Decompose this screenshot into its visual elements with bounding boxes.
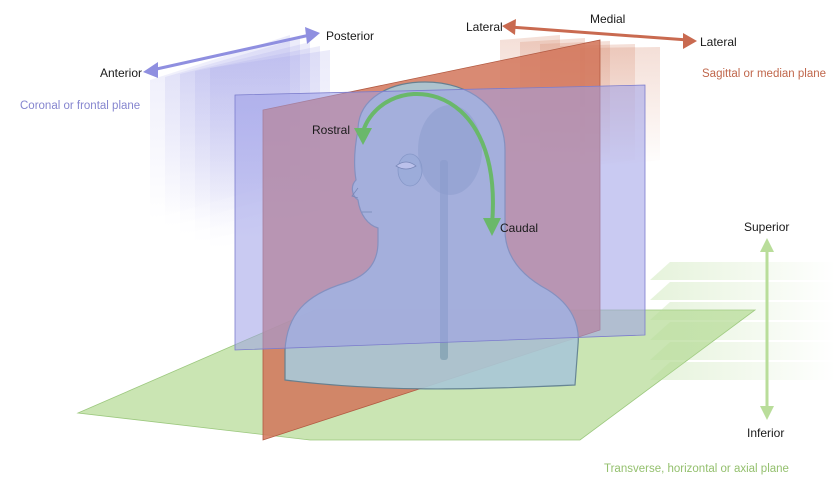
coronal-plane-label: Coronal or frontal plane [20, 100, 140, 112]
rostral-label: Rostral [312, 123, 350, 137]
lateral-left-label: Lateral [466, 20, 503, 34]
superior-inferior-arrow [760, 238, 774, 420]
superior-label: Superior [744, 220, 789, 234]
posterior-label: Posterior [326, 29, 374, 43]
medial-label: Medial [590, 12, 625, 26]
anterior-posterior-arrow [143, 27, 320, 78]
transverse-stack [650, 262, 836, 380]
lateral-medial-arrow [502, 19, 697, 49]
inferior-label: Inferior [747, 426, 784, 440]
transverse-plane-label: Transverse, horizontal or axial plane [604, 463, 789, 475]
coronal-plane [234, 84, 646, 351]
lateral-right-label: Lateral [700, 35, 737, 49]
anterior-label: Anterior [100, 66, 142, 80]
sagittal-plane-label: Sagittal or median plane [702, 68, 826, 80]
rostral-caudal-arrow [354, 92, 501, 236]
caudal-label: Caudal [500, 221, 538, 235]
